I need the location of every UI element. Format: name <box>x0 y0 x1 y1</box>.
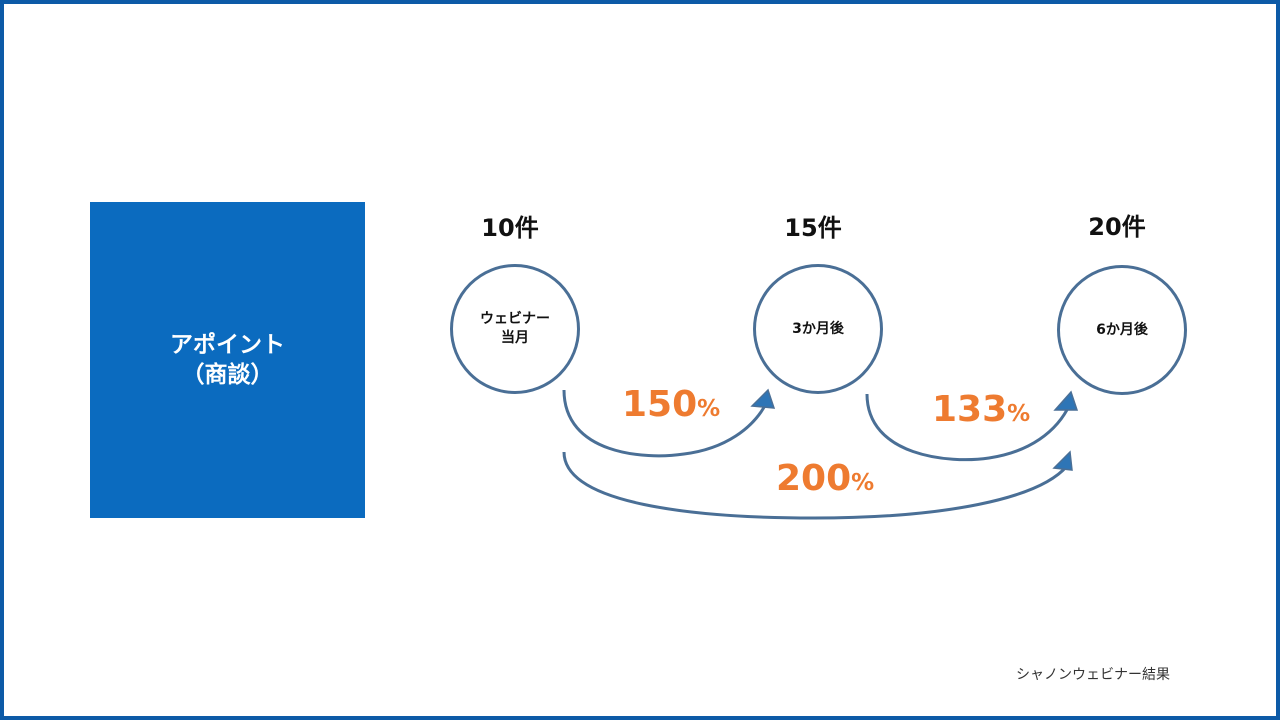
growth-150-value: 150 <box>622 384 698 425</box>
count-webinar: 10件 <box>481 214 539 242</box>
stage-6months-label: 6か月後 <box>1096 321 1148 338</box>
growth-arrows <box>562 388 1079 520</box>
arrow-webinar-to-3months <box>562 389 770 458</box>
growth-133-value: 133 <box>932 389 1008 430</box>
stage-3months-label: 3か月後 <box>792 320 844 337</box>
arrow-3months-to-6months <box>865 393 1072 462</box>
count-6months: 20件 <box>1088 213 1146 241</box>
growth-200-unit: % <box>851 470 875 496</box>
arrowhead-3months <box>750 388 776 409</box>
arrowhead-6months-upper <box>1053 390 1079 411</box>
growth-200-percent: 200% <box>776 458 874 499</box>
growth-150-percent: 150% <box>622 384 720 425</box>
appointment-sublabel: （商談） <box>181 362 274 388</box>
growth-133-unit: % <box>1007 401 1031 427</box>
stage-webinar-label: ウェビナー <box>480 311 550 327</box>
stage-webinar-sublabel: 当月 <box>501 330 529 346</box>
growth-133-percent: 133% <box>932 389 1030 430</box>
stage-3months-circle: 3か月後 <box>753 264 883 394</box>
count-3months: 15件 <box>784 214 842 242</box>
footer-caption: シャノンウェビナー結果 <box>1016 667 1170 683</box>
arrow-webinar-to-6months <box>562 451 1069 520</box>
growth-150-unit: % <box>697 396 721 422</box>
appointment-label: アポイント <box>170 332 285 358</box>
arrowhead-6months-lower <box>1052 450 1073 471</box>
growth-200-value: 200 <box>776 458 852 499</box>
stage-6months-circle: 6か月後 <box>1057 265 1187 395</box>
stage-webinar-circle: ウェビナー 当月 <box>450 264 580 394</box>
appointment-box: アポイント （商談） <box>90 202 365 518</box>
